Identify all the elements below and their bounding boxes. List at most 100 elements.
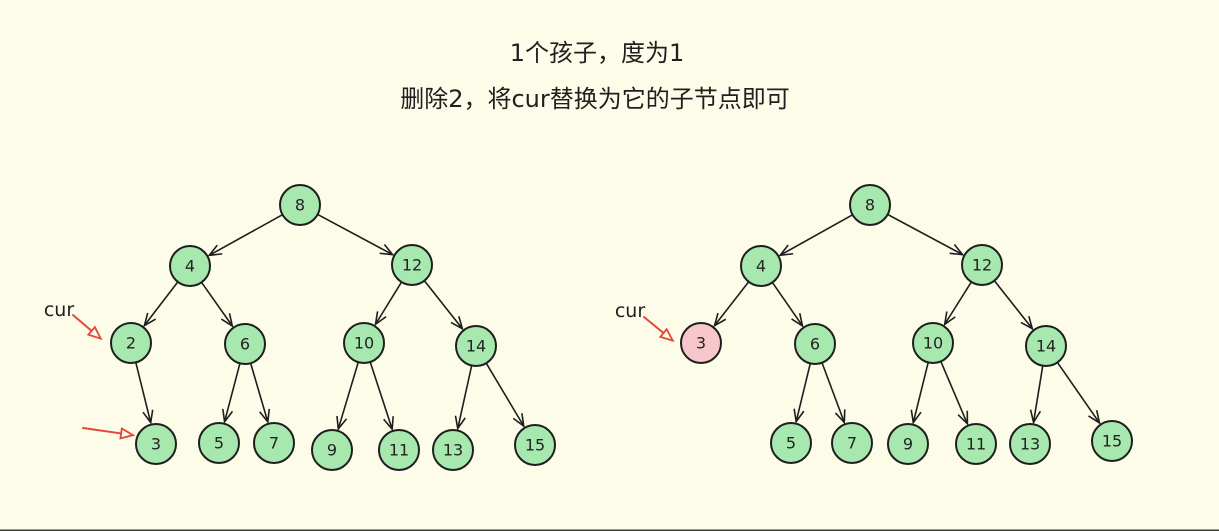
edge-after-6-7 [821, 362, 846, 425]
edge-before-12-10 [374, 281, 403, 327]
node-value: 15 [1102, 432, 1122, 451]
node-circle [253, 422, 295, 464]
node-value: 3 [696, 334, 706, 353]
screen-bottom-edge [0, 529, 1219, 531]
node-value: 5 [214, 434, 224, 453]
node-value: 13 [443, 441, 463, 460]
cur-pointer-label: cur [615, 300, 645, 322]
node-value: 10 [354, 334, 374, 353]
edge-before-12-14 [423, 280, 464, 331]
after-tree-node-10: 10 [912, 322, 954, 364]
edge-after-4-6 [771, 281, 804, 328]
node-value: 4 [756, 257, 766, 276]
edge-before-6-5 [222, 363, 241, 424]
annotations-layer: cur cur [44, 299, 675, 440]
node-circle [311, 429, 353, 471]
node-circle [794, 323, 836, 365]
after-tree-node-9: 9 [887, 423, 929, 465]
node-value: 4 [185, 257, 195, 276]
edge-after-14-15 [1056, 361, 1101, 425]
node-value: 8 [295, 196, 305, 215]
after-tree-node-7: 7 [831, 422, 873, 464]
node-circle [135, 423, 177, 465]
edge-before-14-13 [454, 365, 473, 431]
edge-before-2-3 [135, 362, 154, 425]
node-circle [432, 429, 474, 471]
before-tree-node-11: 11 [378, 429, 420, 471]
edge-after-8-12 [887, 213, 965, 256]
annotation-red-arrow [643, 316, 675, 343]
title-line-2: 删除2，将cur替换为它的子节点即可 [400, 85, 790, 113]
edge-before-4-6 [200, 281, 234, 328]
before-tree-node-12: 12 [391, 244, 433, 286]
node-value: 5 [786, 434, 796, 453]
node-value: 9 [903, 435, 913, 454]
after-tree-node-6: 6 [794, 323, 836, 365]
node-circle [849, 184, 891, 226]
node-value: 13 [1020, 435, 1040, 454]
node-value: 6 [240, 335, 250, 354]
node-value: 3 [151, 435, 161, 454]
cur-pointer-label: cur [44, 299, 74, 321]
edge-after-14-13 [1029, 365, 1044, 425]
before-tree-node-14: 14 [455, 325, 497, 367]
node-circle [1025, 325, 1067, 367]
node-value: 2 [126, 334, 136, 353]
after-tree-node-8: 8 [849, 184, 891, 226]
node-value: 7 [269, 434, 279, 453]
annotation-red-arrow [72, 314, 103, 341]
tree-nodes-layer: 8 4 12 2 6 10 14 3 5 7 9 11 13 15 8 4 12 3 6 10 14 5 7 9 11 13 15 [110, 184, 1133, 471]
node-value: 7 [847, 434, 857, 453]
before-tree-node-6: 6 [224, 323, 266, 365]
node-circle [514, 424, 556, 466]
node-circle [391, 244, 433, 286]
edge-after-12-14 [993, 280, 1034, 331]
node-value: 14 [1036, 337, 1056, 356]
node-value: 11 [389, 441, 409, 460]
after-tree-node-15: 15 [1091, 420, 1133, 462]
node-circle [1009, 423, 1051, 465]
node-circle-highlighted [680, 322, 722, 364]
node-value: 12 [972, 256, 992, 275]
node-circle [279, 184, 321, 226]
edge-before-6-7 [249, 362, 271, 424]
node-circle [455, 325, 497, 367]
node-value: 9 [327, 441, 337, 460]
after-tree-node-4: 4 [740, 245, 782, 287]
node-circle [831, 422, 873, 464]
node-value: 6 [810, 335, 820, 354]
before-tree-node-8: 8 [279, 184, 321, 226]
edge-before-4-2 [143, 281, 179, 328]
node-circle [740, 245, 782, 287]
annotation-red-arrow [82, 427, 136, 440]
node-circle [378, 429, 420, 471]
node-value: 10 [923, 334, 943, 353]
node-value: 11 [966, 435, 986, 454]
node-circle [110, 322, 152, 364]
node-circle [961, 244, 1003, 286]
node-value: 12 [402, 256, 422, 275]
before-tree-node-9: 9 [311, 429, 353, 471]
after-tree-node-3: 3 [680, 322, 722, 364]
before-tree-node-15: 15 [514, 424, 556, 466]
before-tree-node-7: 7 [253, 422, 295, 464]
edge-before-10-11 [369, 361, 394, 432]
node-value: 15 [525, 436, 545, 455]
after-tree-node-5: 5 [770, 422, 812, 464]
node-circle [169, 245, 211, 287]
node-circle [770, 422, 812, 464]
edge-after-8-4 [778, 214, 853, 257]
edge-before-14-15 [485, 362, 525, 428]
node-circle [955, 423, 997, 465]
before-tree-node-5: 5 [198, 422, 240, 464]
edge-after-10-9 [910, 362, 929, 425]
node-circle [224, 323, 266, 365]
before-tree-node-13: 13 [432, 429, 474, 471]
node-value: 14 [466, 337, 486, 356]
tree-edges-layer [135, 213, 1101, 432]
before-tree-node-4: 4 [169, 245, 211, 287]
after-tree-node-13: 13 [1009, 423, 1051, 465]
node-circle [343, 322, 385, 364]
node-circle [912, 322, 954, 364]
